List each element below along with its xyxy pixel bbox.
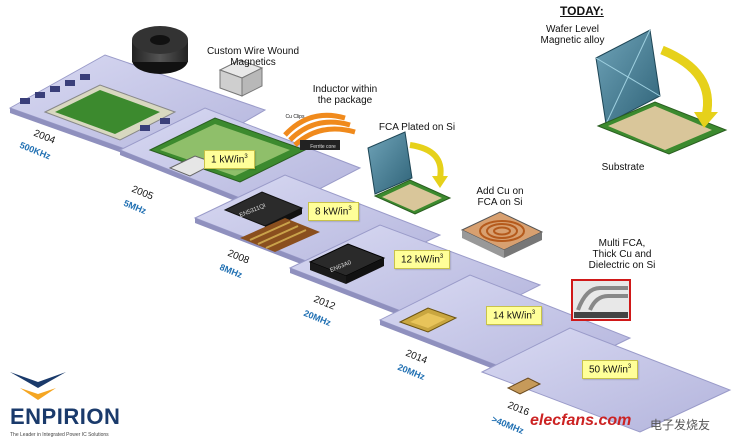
density-exp-2016: 3 [627,364,632,370]
density-value-2016: 50 kW/in [589,364,628,376]
density-exp-2014: 3 [531,310,536,316]
density-box-2014: 14 kW/in3 [486,306,543,326]
fca-plated-graphic [367,131,452,215]
wire-wound-magnetic [218,59,264,97]
density-value-2012: 12 kW/in [401,254,440,266]
ferrite-core-label: Ferrite core [310,144,336,150]
today-wafer-graphic [595,29,728,155]
chip-2008-graphic [223,191,320,252]
add-cu-label: Add Cu on FCA on Si [476,186,524,208]
platform-2016 [480,327,732,433]
inductor-package-graphic [283,112,356,150]
multi-fca-label: Multi FCA, Thick Cu and Dielectric on Si [588,238,656,271]
fca-plated-label: FCA Plated on Si [378,122,456,133]
wafer-level-label: Wafer Level Magnetic alloy [540,24,605,46]
enpirion-tagline: The Leader in Integrated Power IC Soluti… [10,432,109,438]
watermark-cn: 电子发烧友 [650,418,711,432]
chip-2014-graphic [398,307,458,333]
chip-2012-graphic [308,243,386,284]
density-exp-2012: 3 [439,254,444,260]
density-value-2008: 8 kW/in [315,206,349,218]
cu-clips-label: Cu Clips [285,114,305,120]
multi-fca-cross-section [571,279,631,321]
board-2004 [20,26,188,141]
density-box-2012: 12 kW/in3 [394,250,451,270]
density-exp-2008: 3 [348,206,352,212]
component-2016-graphic [506,377,542,395]
enpirion-logo-text: ENPIRION [10,404,121,429]
today-title: TODAY: [560,4,604,18]
density-exp-2005: 3 [244,154,248,160]
watermark-site: elecfans.com [530,412,632,429]
density-box-2016: 50 kW/in3 [582,360,639,380]
custom-wire-label: Custom Wire Wound Magnetics [206,46,300,68]
enpirion-logo-mark [10,372,66,400]
density-box-2008: 8 kW/in3 [308,202,359,222]
substrate-label: Substrate [601,162,645,173]
cu-coil-graphic [460,211,544,258]
inductor-package-label: Inductor within the package [312,84,378,106]
density-value-2005: 1 kW/in [211,154,245,166]
density-box-2005: 1 kW/in3 [204,150,255,170]
density-value-2014: 14 kW/in [493,310,532,322]
